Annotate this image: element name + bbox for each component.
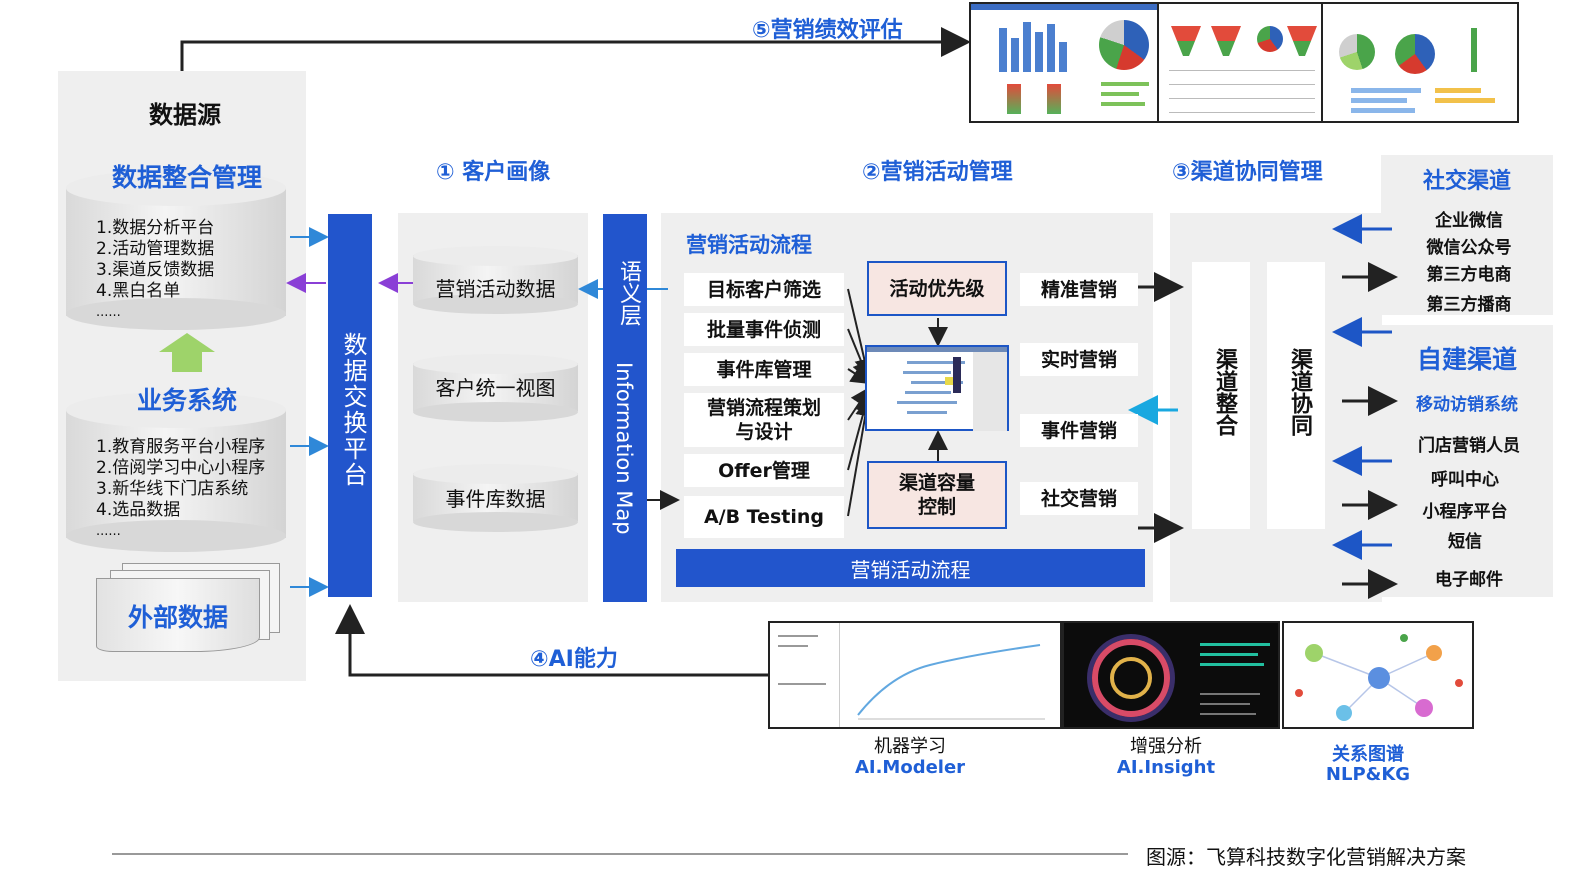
social-channel-item: 企业微信 <box>1435 211 1503 231</box>
channel-collab-label: 渠道协同 <box>1287 348 1312 436</box>
list-item: 1.数据分析平台 <box>96 218 215 238</box>
social-channel-item: 微信公众号 <box>1426 238 1512 258</box>
performance-arrow <box>180 27 971 71</box>
step-offer: Offer管理 <box>684 454 844 487</box>
green-up-arrow <box>159 333 215 372</box>
social-channel-panel <box>1381 155 1553 315</box>
unified-view-cylinder <box>413 354 578 422</box>
ai-insight-thumbnail <box>1062 621 1280 729</box>
header-activity: ②营销活动管理 <box>862 160 1013 185</box>
external-data-title: 外部数据 <box>127 603 228 632</box>
integration-cylinder <box>66 170 286 330</box>
capacity-box: 渠道容量控制 <box>867 461 1007 529</box>
activity-data-cylinder <box>413 246 578 314</box>
list-item: 2.倍阅学习中心小程序 <box>96 458 266 478</box>
exchange-platform-bar: 数据交换平台 <box>328 214 372 597</box>
header-ai: ④AI能力 <box>530 647 618 672</box>
performance-dashboard-thumbnail <box>969 2 1519 123</box>
step-batch-event: 批量事件侦测 <box>684 313 844 346</box>
ai-modeler-thumbnail <box>768 621 1062 729</box>
ai-insight-en: AI.Insight <box>1116 757 1216 778</box>
social-channel-item: 第三方电商 <box>1426 265 1512 285</box>
integration-list: 1.数据分析平台 2.活动管理数据 3.渠道反馈数据 4.黑白名单 ...... <box>96 218 214 323</box>
ai-modeler-cn: 机器学习 <box>874 736 946 757</box>
flow-designer-thumbnail <box>865 345 1009 431</box>
nlp-kg-thumbnail <box>1282 621 1474 729</box>
own-channel-panel <box>1381 325 1553 597</box>
own-channel-item: 小程序平台 <box>1422 502 1508 522</box>
own-channel-title: 自建渠道 <box>1416 345 1517 374</box>
step-flow-design: 营销流程策划与设计 <box>684 393 844 447</box>
channel-collab-box: 渠道协同 <box>1267 262 1325 529</box>
activity-flow-title: 营销活动流程 <box>686 233 812 257</box>
own-channel-item: 电子邮件 <box>1435 570 1503 590</box>
header-performance: ⑤营销绩效评估 <box>752 18 903 43</box>
activity-bottom-bar: 营销活动流程 <box>676 549 1145 587</box>
step-target-filter: 目标客户筛选 <box>684 273 844 306</box>
activity-bottom-bar-label: 营销活动流程 <box>850 557 971 582</box>
step-event-library: 事件库管理 <box>684 353 844 386</box>
type-social: 社交营销 <box>1020 482 1138 515</box>
nlp-kg-cn: 关系图谱 <box>1332 744 1404 765</box>
list-item: ...... <box>96 305 121 320</box>
list-item: 4.选品数据 <box>96 500 181 520</box>
own-channel-item: 短信 <box>1448 532 1482 552</box>
business-list: 1.教育服务平台小程序 2.倍阅学习中心小程序 3.新华线下门店系统 4.选品数… <box>96 437 265 542</box>
channel-integrate-box: 渠道整合 <box>1192 262 1250 529</box>
list-item: ...... <box>96 524 121 539</box>
semantic-layer-cn: 语义层 <box>616 260 641 326</box>
event-data-cylinder <box>413 464 578 532</box>
ai-arrow <box>335 604 768 677</box>
semantic-layer-bar: 语义层 Information Map <box>603 214 647 602</box>
list-item: 1.教育服务平台小程序 <box>96 437 266 457</box>
channel-integrate-label: 渠道整合 <box>1212 348 1237 436</box>
list-item: 2.活动管理数据 <box>96 239 215 259</box>
business-title: 业务系统 <box>136 386 237 415</box>
list-item: 3.新华线下门店系统 <box>96 479 249 499</box>
ai-insight-cn: 增强分析 <box>1130 736 1202 757</box>
list-item: 4.黑白名单 <box>96 281 181 301</box>
external-doc-front <box>96 578 260 652</box>
step-ab-testing: A/B Testing <box>684 496 844 538</box>
source-note: 图源：飞算科技数字化营销解决方案 <box>1146 845 1466 869</box>
activity-data-label: 营销活动数据 <box>435 277 556 301</box>
header-customer-profile: ① 客户画像 <box>436 160 551 185</box>
integration-title: 数据整合管理 <box>111 163 262 192</box>
type-precision: 精准营销 <box>1020 273 1138 306</box>
event-data-label: 事件库数据 <box>445 487 546 511</box>
exchange-platform-label: 数据交换平台 <box>339 332 367 488</box>
header-channel: ③渠道协同管理 <box>1172 160 1323 185</box>
own-channel-subtitle: 移动访销系统 <box>1416 395 1518 415</box>
priority-box: 活动优先级 <box>867 261 1007 316</box>
type-realtime: 实时营销 <box>1020 343 1138 376</box>
social-channel-item: 第三方播商 <box>1426 295 1512 315</box>
business-cylinder <box>66 392 286 552</box>
nlp-kg-en: NLP&KG <box>1325 764 1411 785</box>
type-event: 事件营销 <box>1020 414 1138 447</box>
own-channel-item: 呼叫中心 <box>1431 470 1499 490</box>
ai-modeler-en: AI.Modeler <box>854 757 966 778</box>
unified-view-label: 客户统一视图 <box>435 376 556 400</box>
semantic-layer-en: Information Map <box>612 362 636 535</box>
list-item: 3.渠道反馈数据 <box>96 260 215 280</box>
own-channel-item: 门店营销人员 <box>1418 436 1520 456</box>
social-channel-title: 社交渠道 <box>1422 169 1511 194</box>
data-source-title: 数据源 <box>149 101 221 129</box>
